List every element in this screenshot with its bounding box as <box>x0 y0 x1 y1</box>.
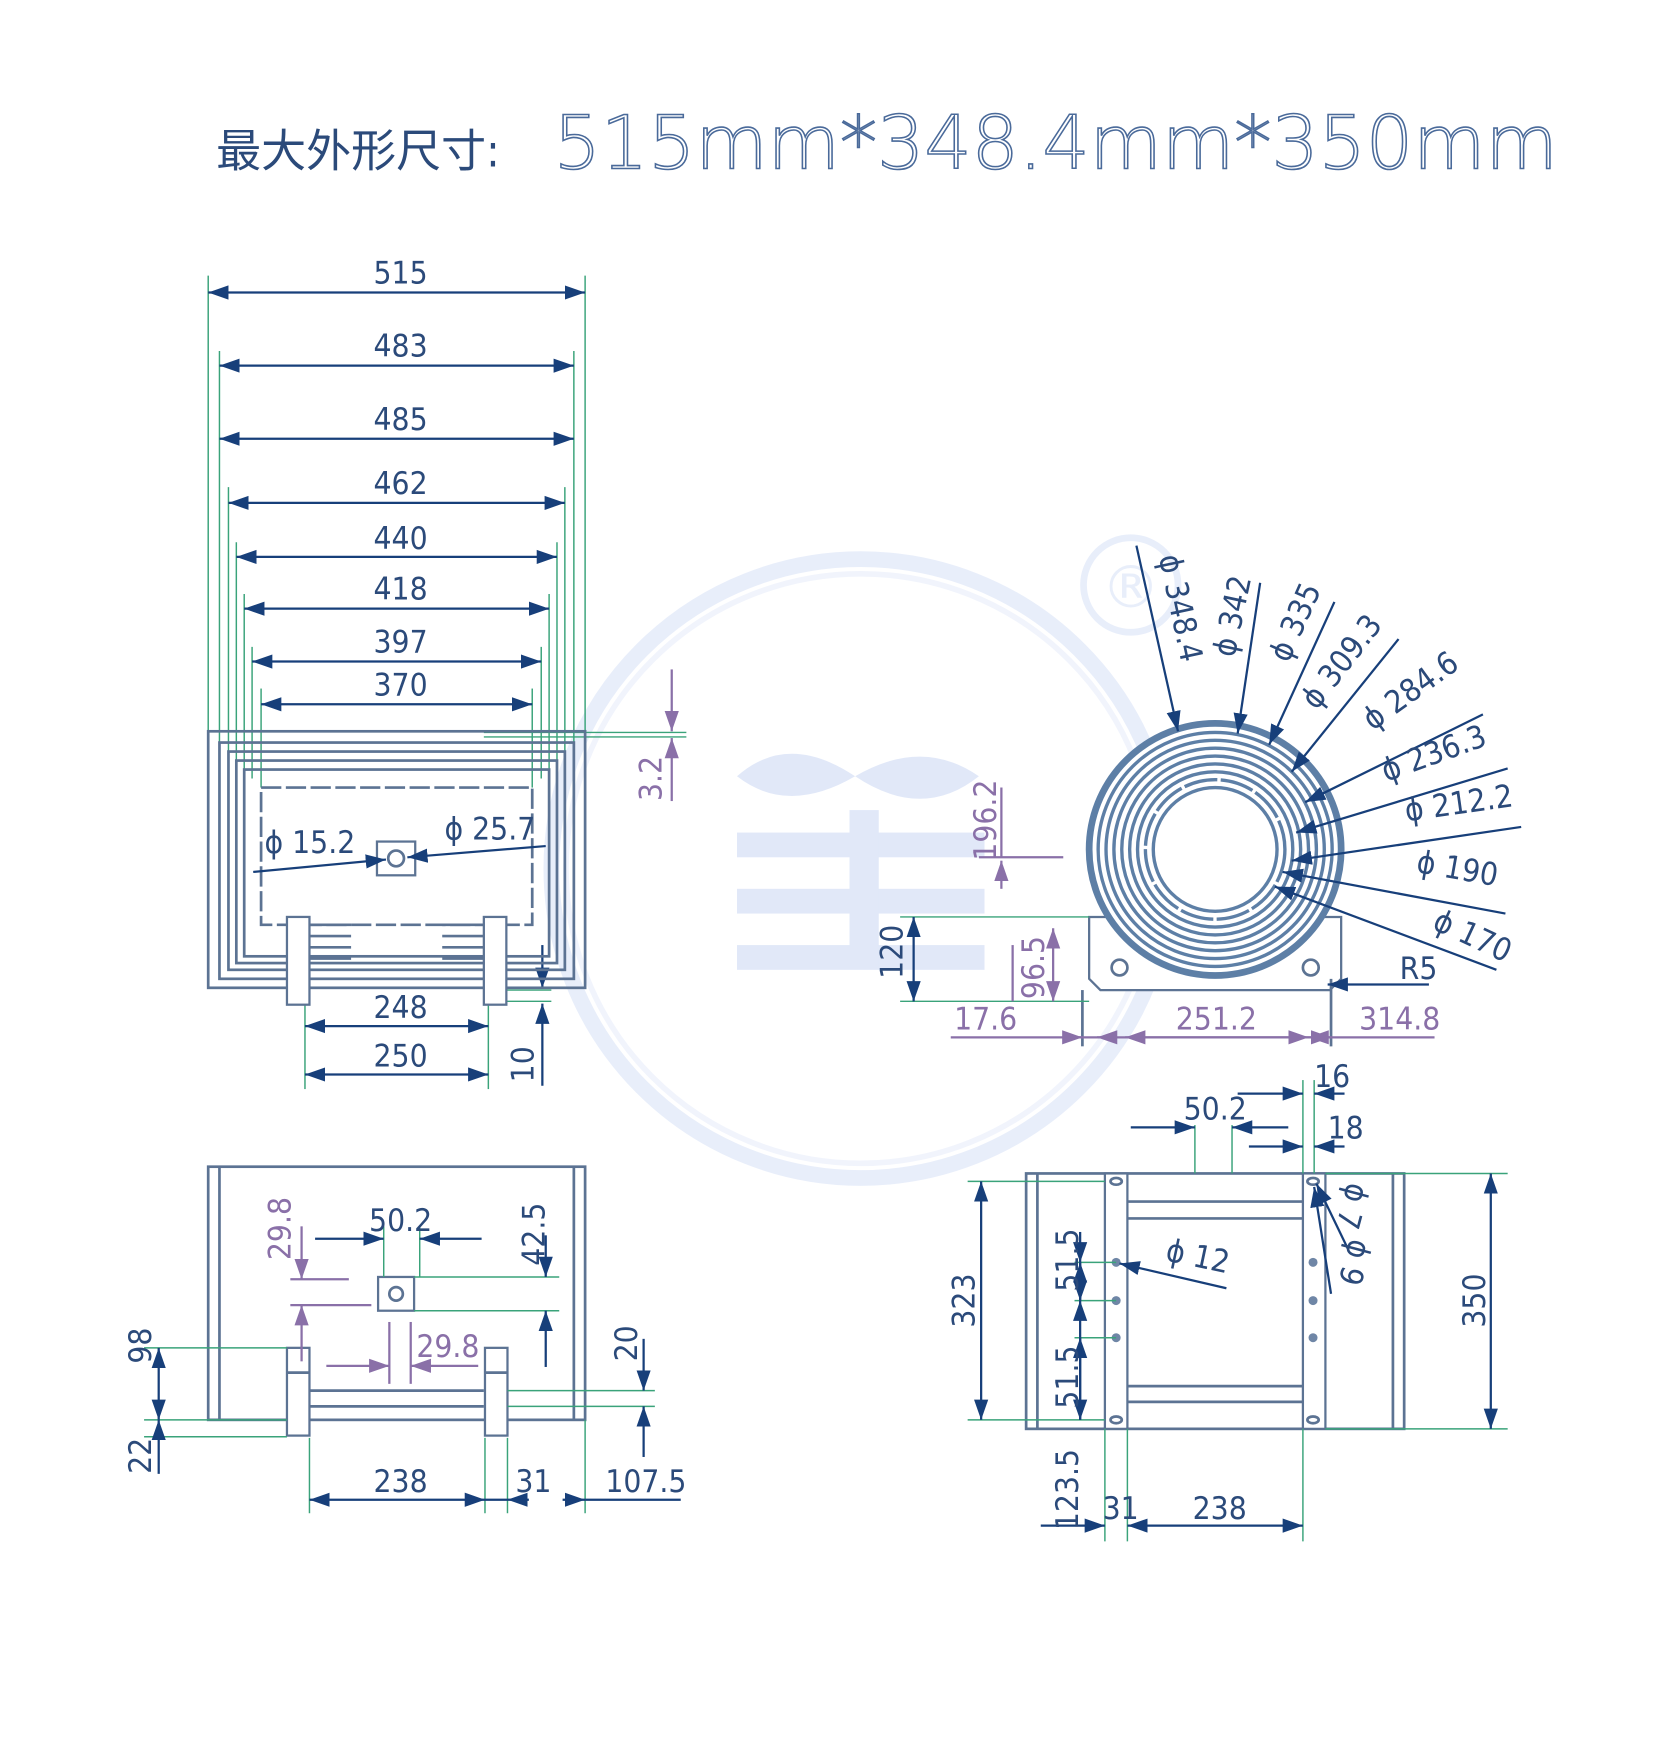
dim-label-485: 485 <box>374 402 428 438</box>
dim-label-96-5: 96.5 <box>1016 936 1052 999</box>
dim-label-314-8: 314.8 <box>1359 1001 1440 1037</box>
dim-label-515: 515 <box>374 256 428 292</box>
dim-label-123-5: 123.5 <box>1050 1449 1086 1530</box>
bottom-left-view: 50.2 42.5 29.8 29.8 98 22 20 238 31 107.… <box>123 1165 686 1514</box>
front-view: 515 483 485 462 440 418 397 370 248 250 … <box>206 256 687 1090</box>
dim-label-22: 22 <box>123 1438 159 1474</box>
dim-label-107-5: 107.5 <box>605 1464 686 1500</box>
dim-label-397: 397 <box>374 625 428 661</box>
dim-label-50-2: 50.2 <box>369 1203 432 1239</box>
diameter-label-190: ϕ 190 <box>1414 844 1501 894</box>
dim-label-18: 18 <box>1328 1111 1364 1147</box>
dim-label-483: 483 <box>374 329 428 365</box>
dim-label-16: 16 <box>1314 1059 1350 1095</box>
diameter-label-212-2: ϕ 212.2 <box>1403 778 1516 829</box>
hole-label-7: ϕ 7 <box>1328 1179 1375 1232</box>
title-label: 最大外形尺寸: <box>216 125 500 178</box>
dim-label-29-8-horizontal: 29.8 <box>416 1329 479 1365</box>
dim-label-29-8-vertical: 29.8 <box>262 1197 298 1260</box>
dim-label-250: 250 <box>374 1039 428 1075</box>
dim-label-20: 20 <box>609 1325 645 1361</box>
dim-label-462: 462 <box>374 466 428 502</box>
dim-label-323: 323 <box>946 1274 982 1328</box>
dim-label-370: 370 <box>374 667 428 703</box>
dim-label-10: 10 <box>505 1046 541 1082</box>
connector-box <box>375 840 417 877</box>
dim-label-50-2: 50.2 <box>1184 1091 1247 1127</box>
title-dimensions: 515mm*348.4mm*350mm <box>554 100 1558 187</box>
hole-label-9: ϕ 9 <box>1331 1236 1378 1289</box>
dim-label-248: 248 <box>374 990 428 1026</box>
diameter-label-335: ϕ 335 <box>1263 578 1329 667</box>
dim-label-196-2: 196.2 <box>968 780 1004 861</box>
hole-label-25-7: ϕ 25.7 <box>444 811 535 847</box>
dim-label-238: 238 <box>374 1464 428 1500</box>
dim-label-42-5: 42.5 <box>517 1203 553 1266</box>
hole-label-12: ϕ 12 <box>1163 1233 1233 1281</box>
diameter-label-284-6: ϕ 284.6 <box>1356 645 1465 738</box>
dim-label-51-5-upper: 51.5 <box>1050 1229 1086 1292</box>
connector-box <box>376 1275 416 1312</box>
watermark-logo: ® <box>543 534 1182 1186</box>
dim-label-31: 31 <box>515 1464 551 1500</box>
dim-label-31: 31 <box>1103 1491 1139 1527</box>
dim-label-17-6: 17.6 <box>954 1001 1017 1037</box>
side-view: ϕ 348.4 ϕ 342 ϕ 335 ϕ 309.3 ϕ 284.6 ϕ 23… <box>874 545 1522 1047</box>
dim-label-350: 350 <box>1457 1274 1493 1328</box>
dim-label-120: 120 <box>874 925 910 979</box>
dim-label-418: 418 <box>374 572 428 608</box>
hole-label-15-2: ϕ 15.2 <box>264 825 355 861</box>
dim-label-51-5-lower: 51.5 <box>1050 1346 1086 1409</box>
dim-label-440: 440 <box>374 521 428 557</box>
dim-label-3-2: 3.2 <box>634 756 670 801</box>
radius-label-r5: R5 <box>1400 951 1438 987</box>
dim-label-238: 238 <box>1193 1491 1247 1527</box>
dim-label-251-2: 251.2 <box>1176 1001 1257 1037</box>
dim-label-98: 98 <box>123 1328 159 1364</box>
